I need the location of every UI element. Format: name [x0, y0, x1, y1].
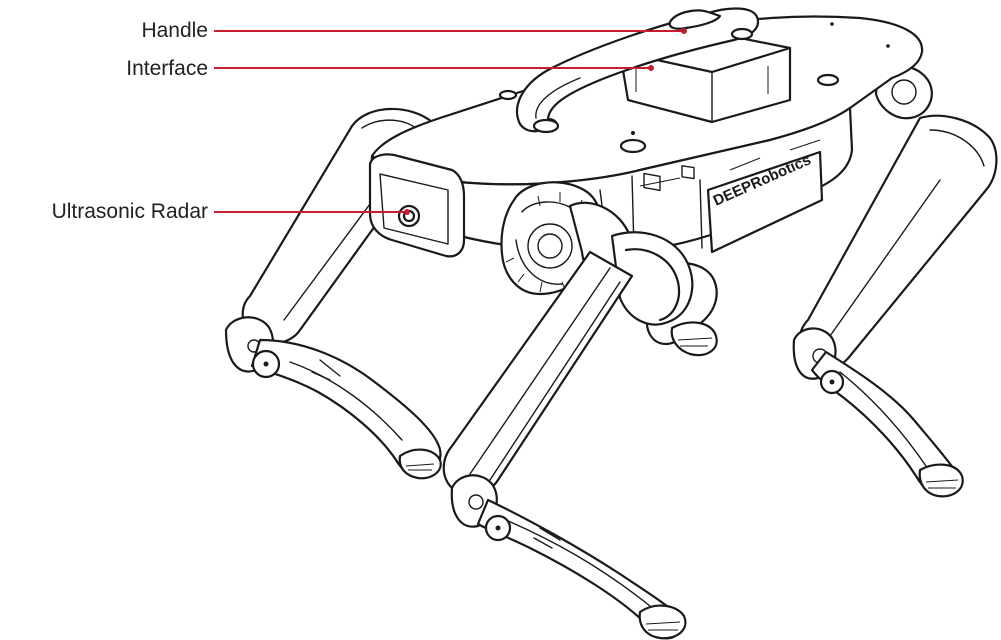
callout-handle: Handle	[141, 19, 687, 42]
leader-dot-interface	[648, 65, 654, 71]
handle	[515, 7, 760, 134]
ultrasonic-radar	[397, 204, 421, 228]
callout-label-handle: Handle	[141, 19, 208, 42]
callout-interface: Interface	[126, 57, 654, 80]
front-left-leg	[442, 181, 694, 640]
leader-dot-ultrasonic-radar	[404, 209, 410, 215]
callout-label-ultrasonic-radar: Ultrasonic Radar	[52, 200, 208, 223]
callout-ultrasonic-radar: Ultrasonic Radar	[52, 200, 410, 223]
leader-dot-handle	[681, 28, 687, 34]
callout-label-interface: Interface	[126, 57, 208, 80]
